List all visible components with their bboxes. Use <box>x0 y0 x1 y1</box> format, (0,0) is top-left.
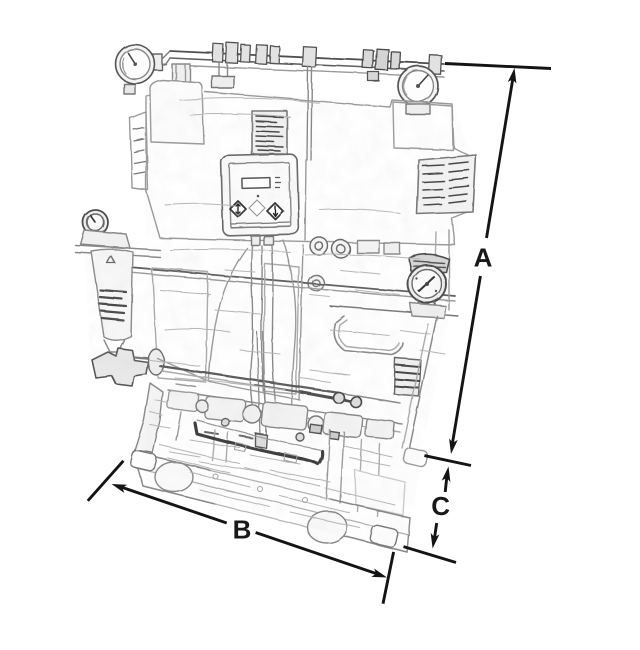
svg-text:B: B <box>233 514 252 544</box>
svg-text:C: C <box>431 491 450 521</box>
svg-text:A: A <box>474 243 493 273</box>
